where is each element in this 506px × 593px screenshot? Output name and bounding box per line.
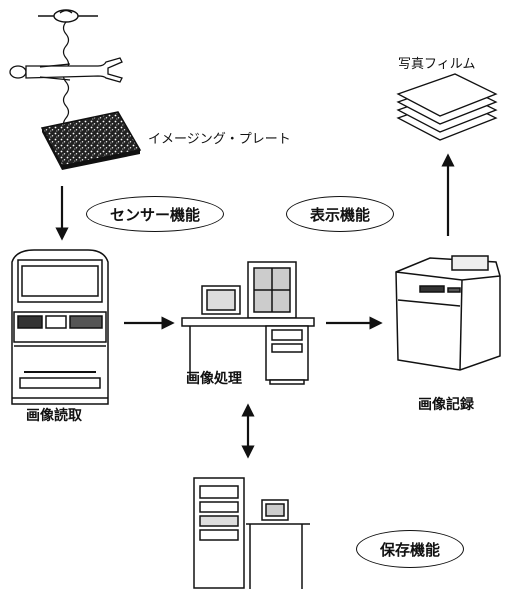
- patient-figure: [9, 57, 123, 83]
- imaging-plate-label: イメージング・プレート: [148, 132, 291, 147]
- photo-film-label: 写真フィルム: [398, 57, 476, 72]
- image-processing-label: 画像処理: [186, 371, 242, 387]
- xray-beam: [62, 21, 70, 143]
- display-function-text: 表示機能: [309, 205, 370, 224]
- storage-system: [193, 477, 310, 589]
- image-recording-label: 画像記録: [418, 397, 474, 413]
- sensor-function-oval: センサー機能: [86, 196, 224, 232]
- image-reader-machine: [11, 249, 109, 405]
- imaging-plate-icon: [40, 111, 142, 170]
- storage-function-text: 保存機能: [379, 540, 440, 559]
- xray-tube-icon: [38, 9, 98, 23]
- photo-film-stack-icon: [396, 73, 498, 141]
- image-reading-label: 画像読取: [26, 408, 82, 424]
- image-processing-workstation: [181, 261, 315, 385]
- flow-arrows: [55, 153, 455, 459]
- image-recorder-machine: [395, 255, 501, 371]
- storage-function-oval: 保存機能: [356, 530, 464, 568]
- sensor-function-text: センサー機能: [109, 205, 200, 224]
- display-function-oval: 表示機能: [286, 196, 394, 232]
